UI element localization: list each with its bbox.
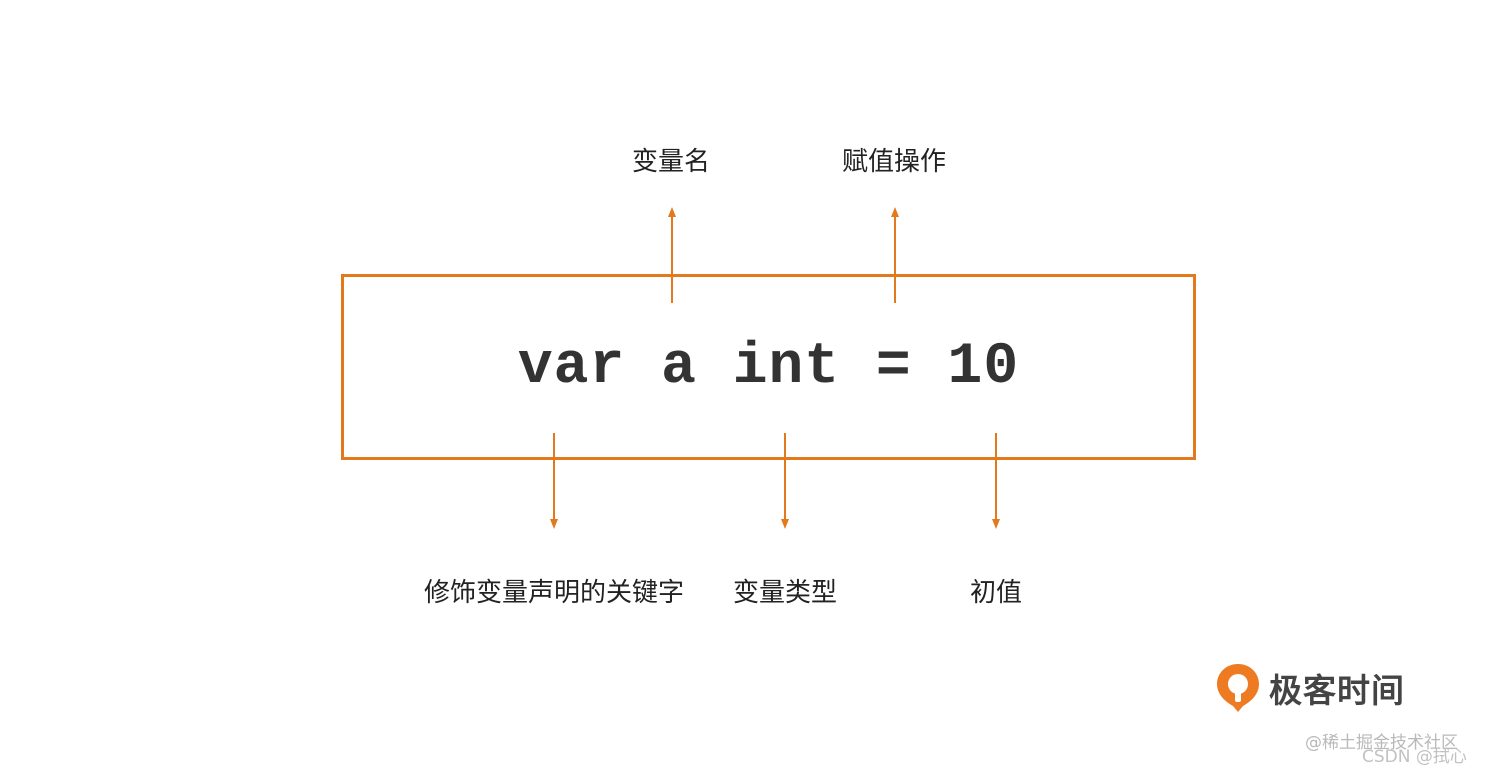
label-variable-type: 变量类型 (732, 578, 838, 608)
label-declaration-keyword: 修饰变量声明的关键字 (423, 578, 685, 608)
label-initial-value: 初值 (969, 578, 1023, 608)
geektime-logo-icon (1217, 664, 1259, 712)
watermark-juejin: @稀土掘金技术社区 (1305, 733, 1458, 753)
code-box: var a int = 10 (341, 274, 1196, 460)
geektime-logo-text: 极客时间 (1269, 671, 1405, 710)
label-assignment-operation: 赋值操作 (841, 147, 947, 177)
label-variable-name: 变量名 (631, 147, 711, 177)
code-statement: var a int = 10 (517, 334, 1020, 400)
geektime-logo: 极客时间 (1215, 662, 1405, 714)
watermark-csdn: CSDN @拭心 (1362, 747, 1467, 767)
